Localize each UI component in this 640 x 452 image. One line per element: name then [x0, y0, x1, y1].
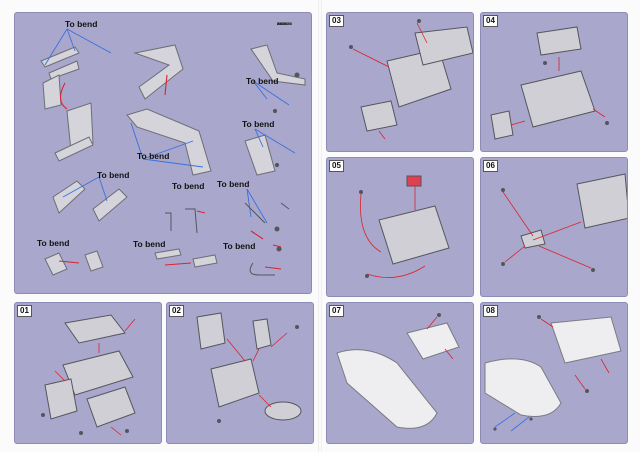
step-panel-03: 03 [326, 12, 474, 152]
step-05-diagram [359, 175, 450, 278]
step-03-diagram [349, 19, 473, 140]
sheet-code: 72 0021 [277, 21, 292, 26]
bend-label-6: To bend [172, 181, 205, 191]
bend-label-5: To bend [97, 170, 130, 180]
center-fold [318, 0, 322, 452]
bend-label-1: To bend [65, 19, 98, 29]
step-number: 04 [483, 15, 498, 27]
step-01-diagram [41, 314, 136, 436]
step-number: 01 [17, 305, 32, 317]
sheet-code: PR0420 [277, 21, 292, 26]
step-panel-08: 08 [480, 302, 628, 444]
step-number: 08 [483, 305, 498, 317]
bend-label-4: To bend [137, 151, 170, 161]
step-panel-01: 01 [14, 302, 162, 444]
bend-label-10: To bend [223, 241, 256, 251]
step-07-diagram [336, 313, 460, 429]
step-number: 05 [329, 160, 344, 172]
step-panel-06: 06 [480, 157, 628, 297]
step-panel-02: 02 [166, 302, 314, 444]
sheet-code: ILUX [277, 21, 286, 26]
bend-label-3: To bend [242, 119, 275, 129]
bend-label-8: To bend [37, 238, 70, 248]
bend-label-2: To bend [246, 76, 279, 86]
bend-label-7: To bend [217, 179, 250, 189]
step-02-diagram [196, 312, 302, 423]
bend-label-9: To bend [133, 239, 166, 249]
step-number: 02 [169, 305, 184, 317]
sheet-code: A0325 [277, 21, 289, 26]
step-panel-07: 07 [326, 302, 474, 444]
step-04-diagram [490, 26, 609, 140]
sheet-code: 25DL.00 [277, 21, 293, 26]
bending-panel: To bend To bend To bend To bend To bend … [14, 12, 312, 294]
step-number: 07 [329, 305, 344, 317]
step-08-diagram [484, 315, 622, 432]
step-number: 06 [483, 160, 498, 172]
step-06-diagram [501, 173, 627, 272]
step-panel-05: 05 [326, 157, 474, 297]
step-number: 03 [329, 15, 344, 27]
bending-diagram [40, 28, 306, 276]
step-panel-04: 04 [480, 12, 628, 152]
